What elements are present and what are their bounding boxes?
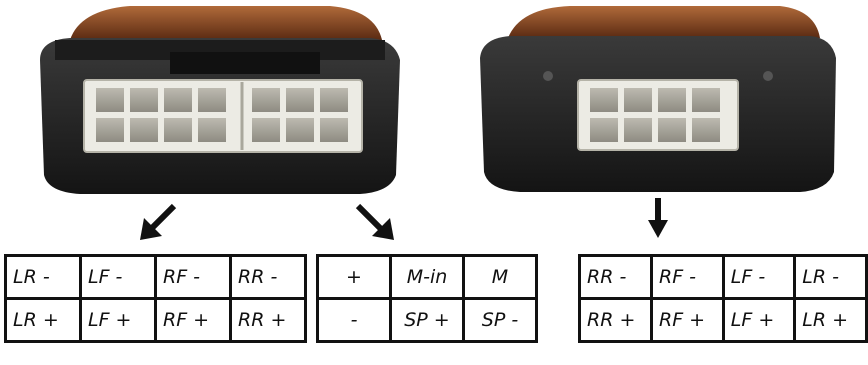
pin-cell: LR + [4, 297, 82, 343]
pin-cell: RR + [229, 297, 307, 343]
right-connector [577, 79, 739, 151]
pin-cell: LR + [793, 297, 868, 343]
pin-cell: RR - [229, 254, 307, 300]
pin-cell: SP + [389, 297, 465, 343]
right-connector-pinout: RR - RF - LF - LR - RR + RF + LF + LR + [578, 254, 868, 343]
left-device [40, 6, 400, 194]
table-row: + M-in M [316, 254, 538, 300]
arrow-down-right-icon [355, 203, 394, 240]
pin-cell: LR - [793, 254, 868, 300]
pin-cell: LF - [79, 254, 157, 300]
right-device [480, 6, 836, 192]
pin-cell: RR - [578, 254, 653, 300]
pin-cell: SP - [462, 297, 538, 343]
pin-cell: RF + [650, 297, 725, 343]
left-connector-6pin-pinout: + M-in M - SP + SP - [316, 254, 538, 343]
pin-cell: LF - [721, 254, 797, 300]
pin-cell: RF - [154, 254, 232, 300]
pin-cell: LF + [79, 297, 157, 343]
device-photos [40, 6, 836, 194]
pin-cell: RF + [154, 297, 232, 343]
table-row: - SP + SP - [316, 297, 538, 343]
left-connector [83, 79, 363, 153]
table-row: LR - LF - RF - RR - [4, 254, 307, 300]
pin-cell: - [316, 297, 392, 343]
arrow-down-left-icon [140, 203, 177, 240]
pin-cell: RF - [650, 254, 725, 300]
left-connector-8pin-pinout: LR - LF - RF - RR - LR + LF + RF + RR + [4, 254, 307, 343]
pin-cell: M [462, 254, 538, 300]
pin-cell: M-in [389, 254, 465, 300]
pin-cell: LR - [4, 254, 82, 300]
table-row: RR + RF + LF + LR + [578, 297, 868, 343]
pin-cell: RR + [578, 297, 653, 343]
pin-cell: + [316, 254, 392, 300]
pin-cell: LF + [721, 297, 797, 343]
table-row: LR + LF + RF + RR + [4, 297, 307, 343]
table-row: RR - RF - LF - LR - [578, 254, 868, 300]
arrow-down-icon [648, 198, 668, 238]
